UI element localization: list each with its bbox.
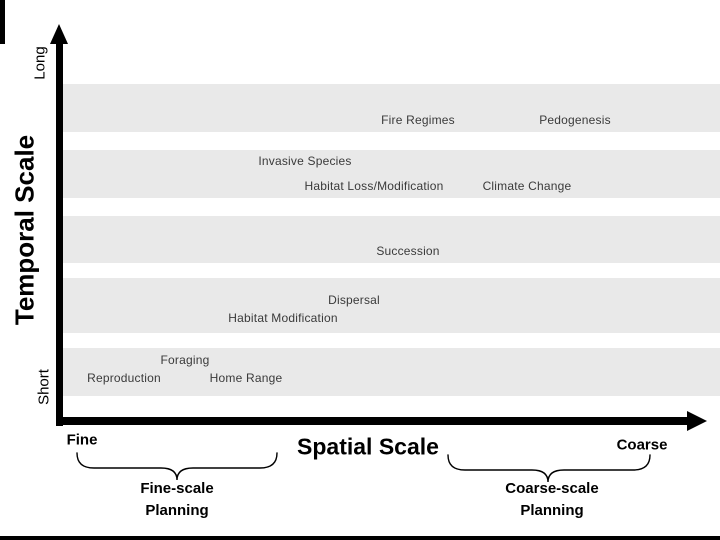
fine-scale-planning-line2: Planning (145, 502, 209, 519)
process-label-foraging: Foraging (160, 353, 210, 367)
process-label-habitat-modification: Habitat Modification (228, 311, 338, 325)
y-axis-max-label: Long (31, 46, 49, 80)
x-axis-line (56, 417, 688, 425)
y-axis-title: Temporal Scale (9, 134, 40, 326)
x-axis-max-label: Coarse (616, 436, 668, 454)
screen-edge-artifact-bottom (0, 536, 720, 540)
x-axis-arrowhead-icon (687, 411, 707, 431)
y-axis-line (56, 38, 63, 426)
process-label-habitat-loss: Habitat Loss/Modification (304, 179, 444, 193)
process-label-dispersal: Dispersal (328, 293, 380, 307)
coarse-scale-planning-label: Coarse-scale Planning (467, 478, 637, 522)
x-axis-min-label: Fine (66, 431, 98, 449)
process-label-home-range: Home Range (209, 371, 283, 385)
coarse-scale-brace (447, 454, 651, 483)
coarse-scale-planning-line2: Planning (520, 502, 584, 519)
temporal-band-1 (63, 84, 720, 132)
process-label-succession: Succession (376, 244, 440, 258)
fine-scale-planning-label: Fine-scale Planning (92, 478, 262, 522)
fine-scale-planning-line1: Fine-scale (140, 480, 214, 497)
process-label-climate-change: Climate Change (482, 179, 572, 193)
process-label-reproduction: Reproduction (87, 371, 161, 385)
fine-scale-brace (76, 452, 278, 481)
temporal-band-2 (63, 150, 720, 198)
temporal-band-3 (63, 216, 720, 263)
x-axis-title: Spatial Scale (297, 433, 439, 460)
process-label-fire-regimes: Fire Regimes (381, 113, 455, 127)
process-label-pedogenesis: Pedogenesis (539, 113, 611, 127)
process-label-invasive-species: Invasive Species (258, 154, 352, 168)
y-axis-arrowhead-icon (50, 24, 68, 44)
coarse-scale-planning-line1: Coarse-scale (505, 480, 599, 497)
temporal-band-5 (63, 348, 720, 396)
y-axis-min-label: Short (35, 369, 53, 405)
temporal-band-4 (63, 278, 720, 333)
screen-edge-artifact-left (0, 0, 5, 44)
